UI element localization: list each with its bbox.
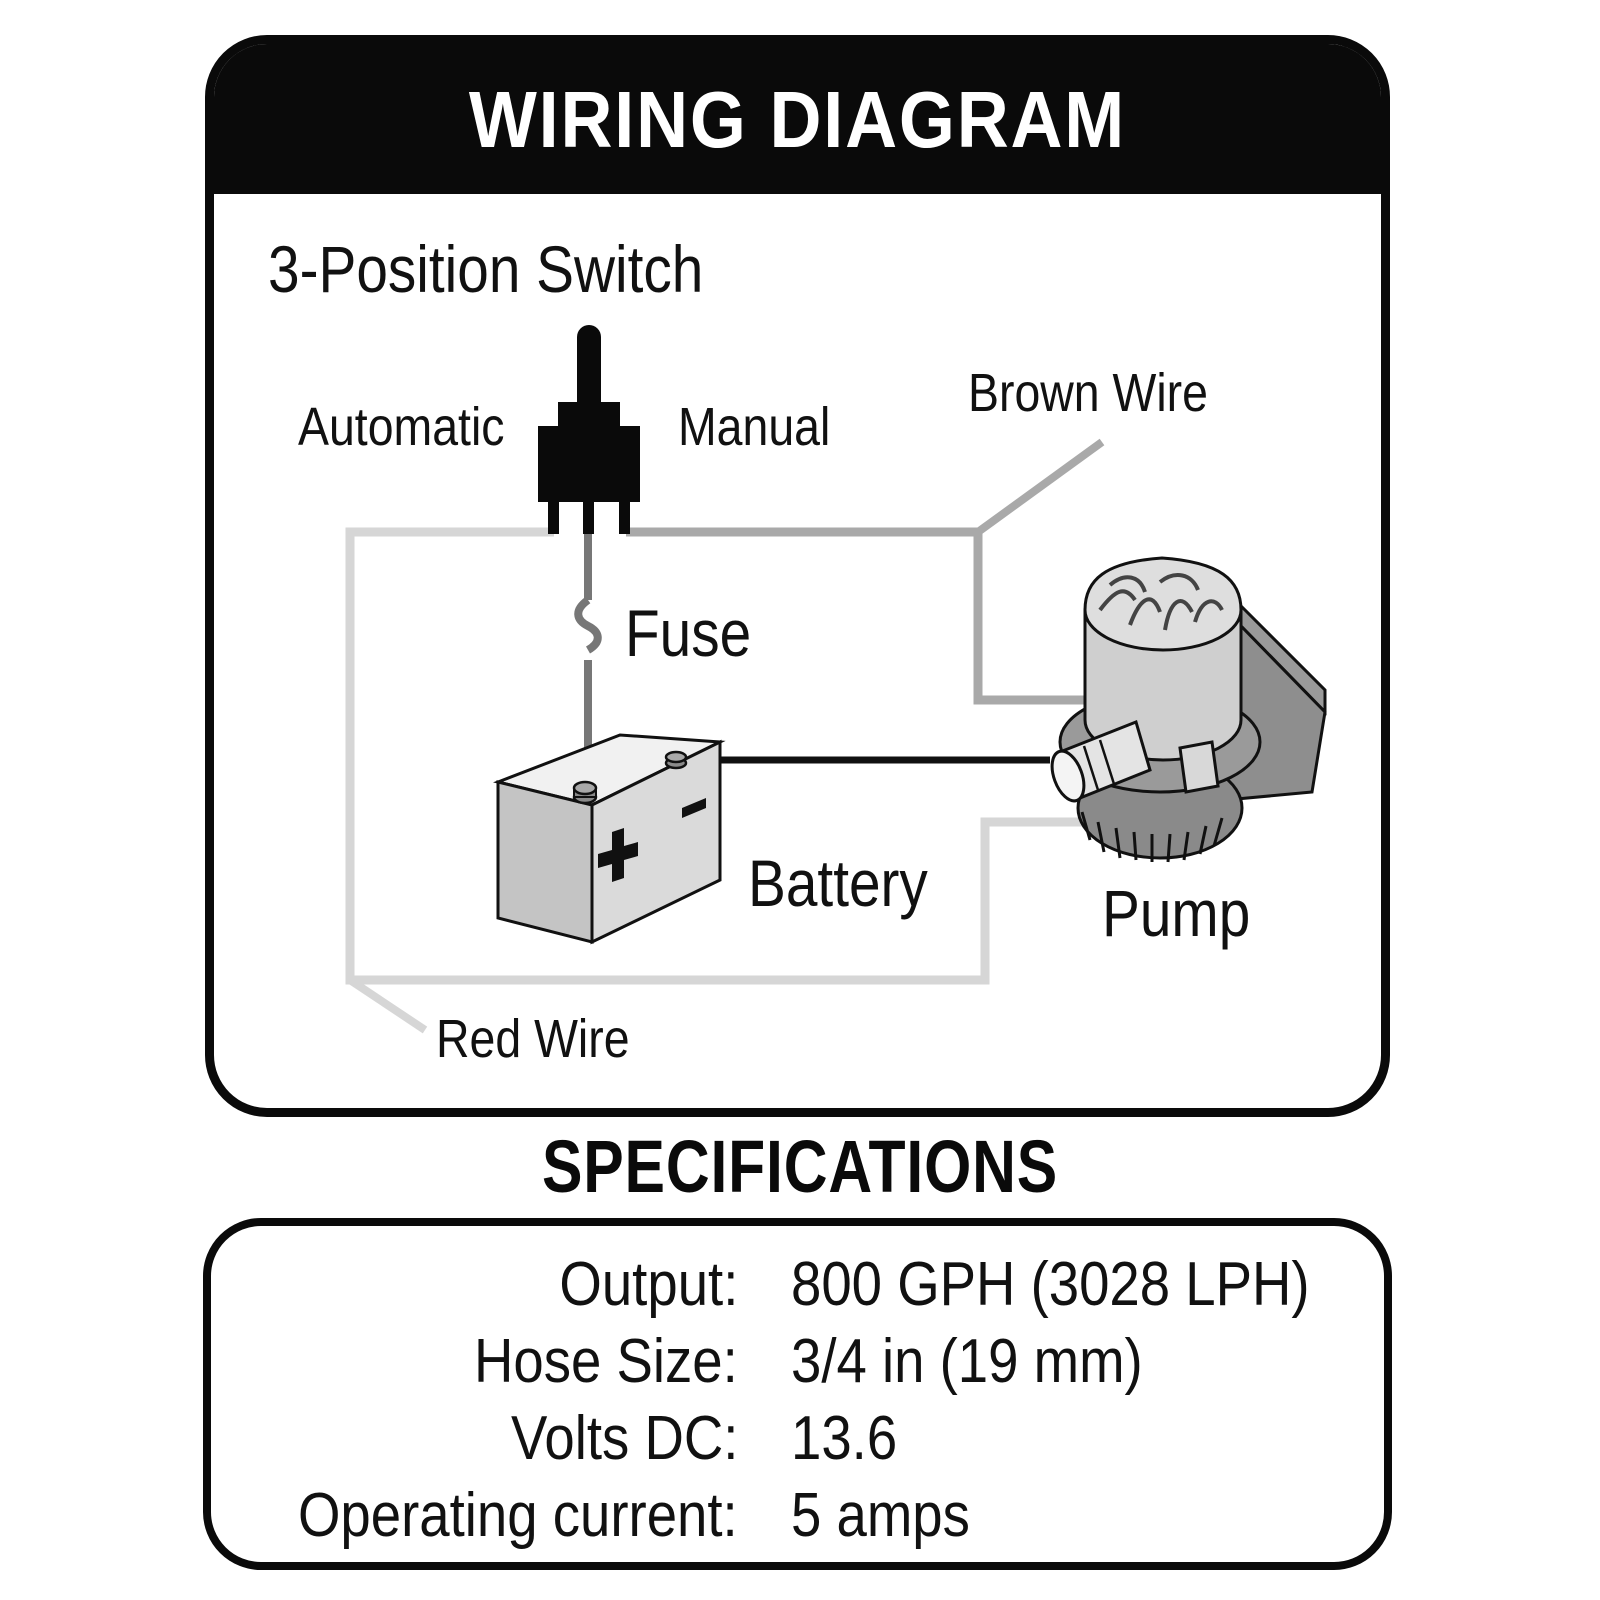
specifications-title: SPECIFICATIONS — [541, 1125, 1059, 1208]
specifications-panel: Output: 800 GPH (3028 LPH) Hose Size: 3/… — [203, 1218, 1392, 1570]
automatic-label: Automatic — [298, 397, 505, 457]
brown-wire-leader — [975, 438, 1105, 536]
spec-label: Volts DC: — [510, 1404, 738, 1473]
spec-row-output: Output: 800 GPH (3028 LPH) — [211, 1254, 1384, 1324]
brown-wire-label: Brown Wire — [968, 363, 1208, 423]
switch-label: 3-Position Switch — [268, 232, 704, 306]
fuse-symbol — [574, 596, 602, 654]
brown-wire — [626, 527, 1085, 705]
manual-label: Manual — [678, 397, 831, 457]
toggle-switch-icon — [538, 325, 640, 534]
spec-value: 5 amps — [791, 1481, 970, 1550]
battery-label: Battery — [748, 846, 928, 920]
red-wire-leader — [347, 976, 428, 1034]
spec-row-hose-size: Hose Size: 3/4 in (19 mm) — [211, 1331, 1384, 1401]
red-wire — [345, 527, 1085, 985]
spec-row-operating-current: Operating current: 5 amps — [211, 1485, 1384, 1555]
fuse-label: Fuse — [625, 596, 752, 670]
wiring-diagram-title: WIRING DIAGRAM — [468, 75, 1127, 164]
pump-label: Pump — [1102, 876, 1251, 950]
spec-value: 3/4 in (19 mm) — [791, 1327, 1143, 1396]
spec-value: 800 GPH (3028 LPH) — [791, 1250, 1310, 1319]
spec-label: Hose Size: — [474, 1327, 738, 1396]
spec-label: Output: — [559, 1250, 738, 1319]
red-wire-label: Red Wire — [436, 1009, 630, 1069]
spec-row-volts-dc: Volts DC: 13.6 — [211, 1408, 1384, 1478]
wiring-diagram-header: WIRING DIAGRAM — [214, 44, 1381, 194]
spec-label: Operating current: — [298, 1481, 738, 1550]
pump-icon — [1050, 556, 1327, 863]
battery-icon — [492, 733, 726, 945]
spec-value: 13.6 — [791, 1404, 898, 1473]
